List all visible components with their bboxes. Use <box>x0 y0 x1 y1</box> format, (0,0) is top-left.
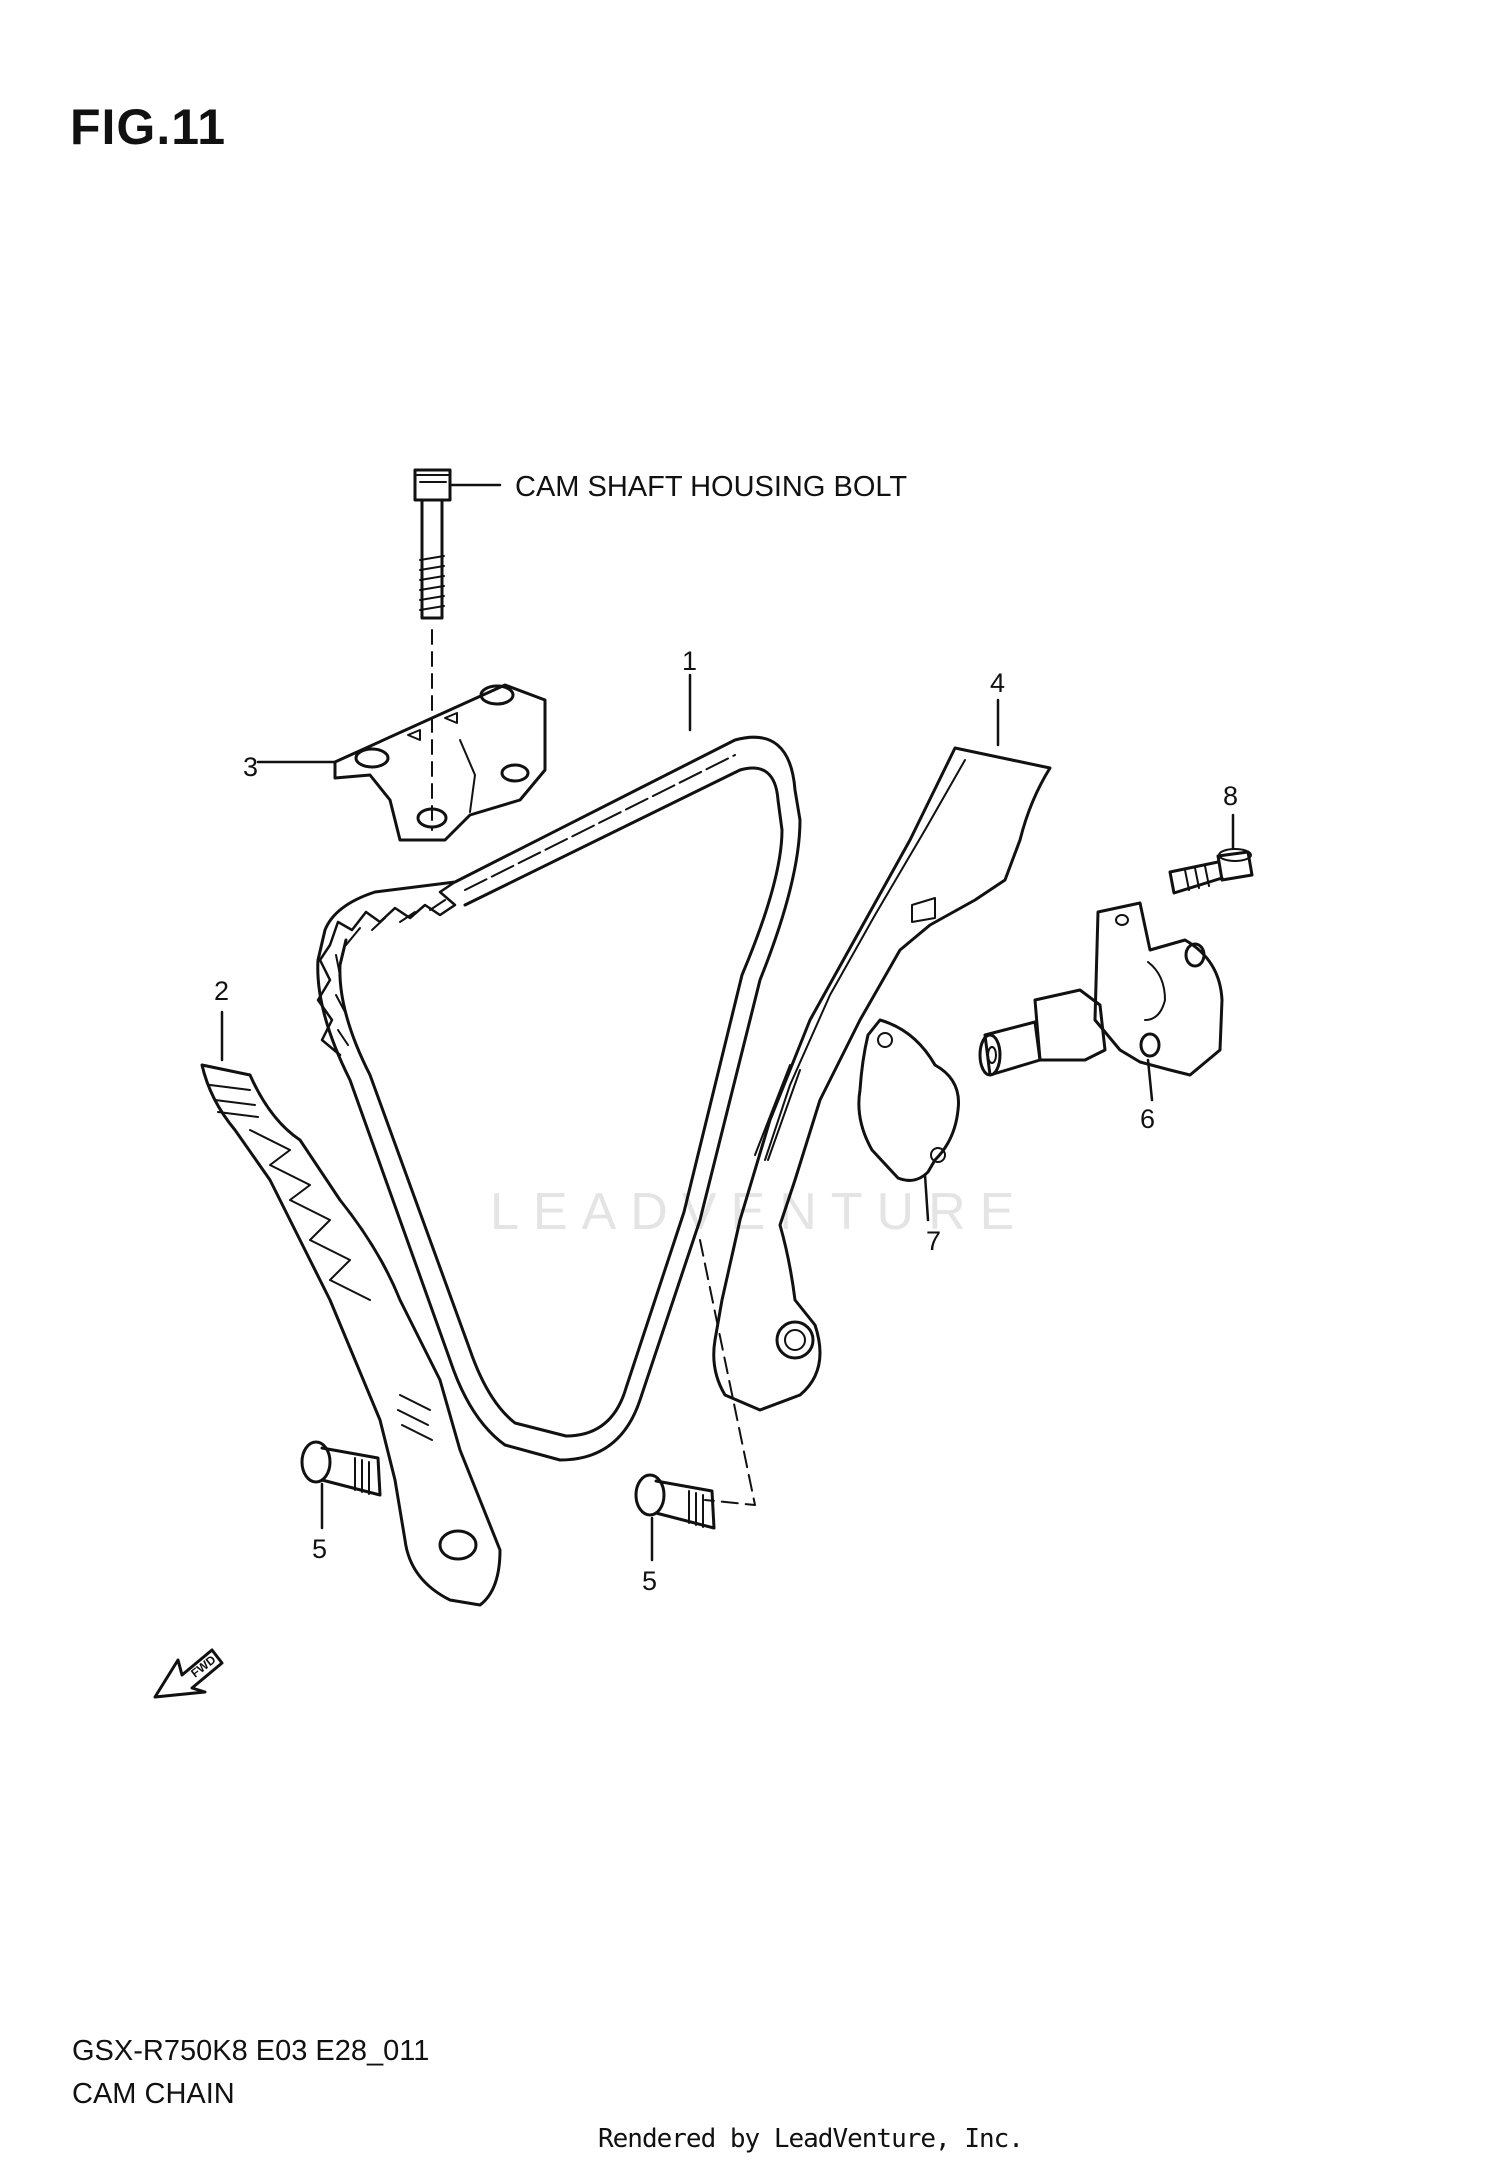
part-5-pivot-bolt-right <box>634 1473 716 1530</box>
part-2-fixed-guide <box>200 1063 502 1607</box>
figure-title: FIG.11 <box>70 99 227 155</box>
part-label-5-left: 5 <box>312 1534 327 1564</box>
part-4-tensioner-arm <box>712 746 1052 1412</box>
part-label-1: 1 <box>682 646 697 676</box>
part-5-pivot-bolt-left <box>300 1440 382 1497</box>
part-label-6: 6 <box>1140 1104 1155 1134</box>
diagram-name: CAM CHAIN <box>72 2078 235 2110</box>
part-6-tensioner <box>978 901 1224 1077</box>
render-credit: Rendered by LeadVenture, Inc. <box>598 2124 1024 2154</box>
part-7-gasket <box>857 1018 961 1182</box>
callout-note: CAM SHAFT HOUSING BOLT <box>515 471 907 503</box>
part-label-5-right: 5 <box>642 1566 657 1596</box>
diagram-code: GSX-R750K8 E03 E28_011 <box>72 2035 430 2067</box>
part-8-tensioner-bolt <box>1168 848 1254 895</box>
fwd-label: FWD <box>188 1652 218 1680</box>
cam-shaft-housing-bolt <box>413 468 502 831</box>
part-label-4: 4 <box>990 668 1005 698</box>
part-label-8: 8 <box>1223 781 1238 811</box>
part-3-upper-guide <box>333 683 547 842</box>
part-label-2: 2 <box>214 976 229 1006</box>
part-label-7: 7 <box>926 1226 941 1256</box>
part-label-3: 3 <box>243 752 258 782</box>
fwd-arrow-icon: FWD <box>153 1648 224 1699</box>
part-1-cam-chain <box>316 735 802 1462</box>
